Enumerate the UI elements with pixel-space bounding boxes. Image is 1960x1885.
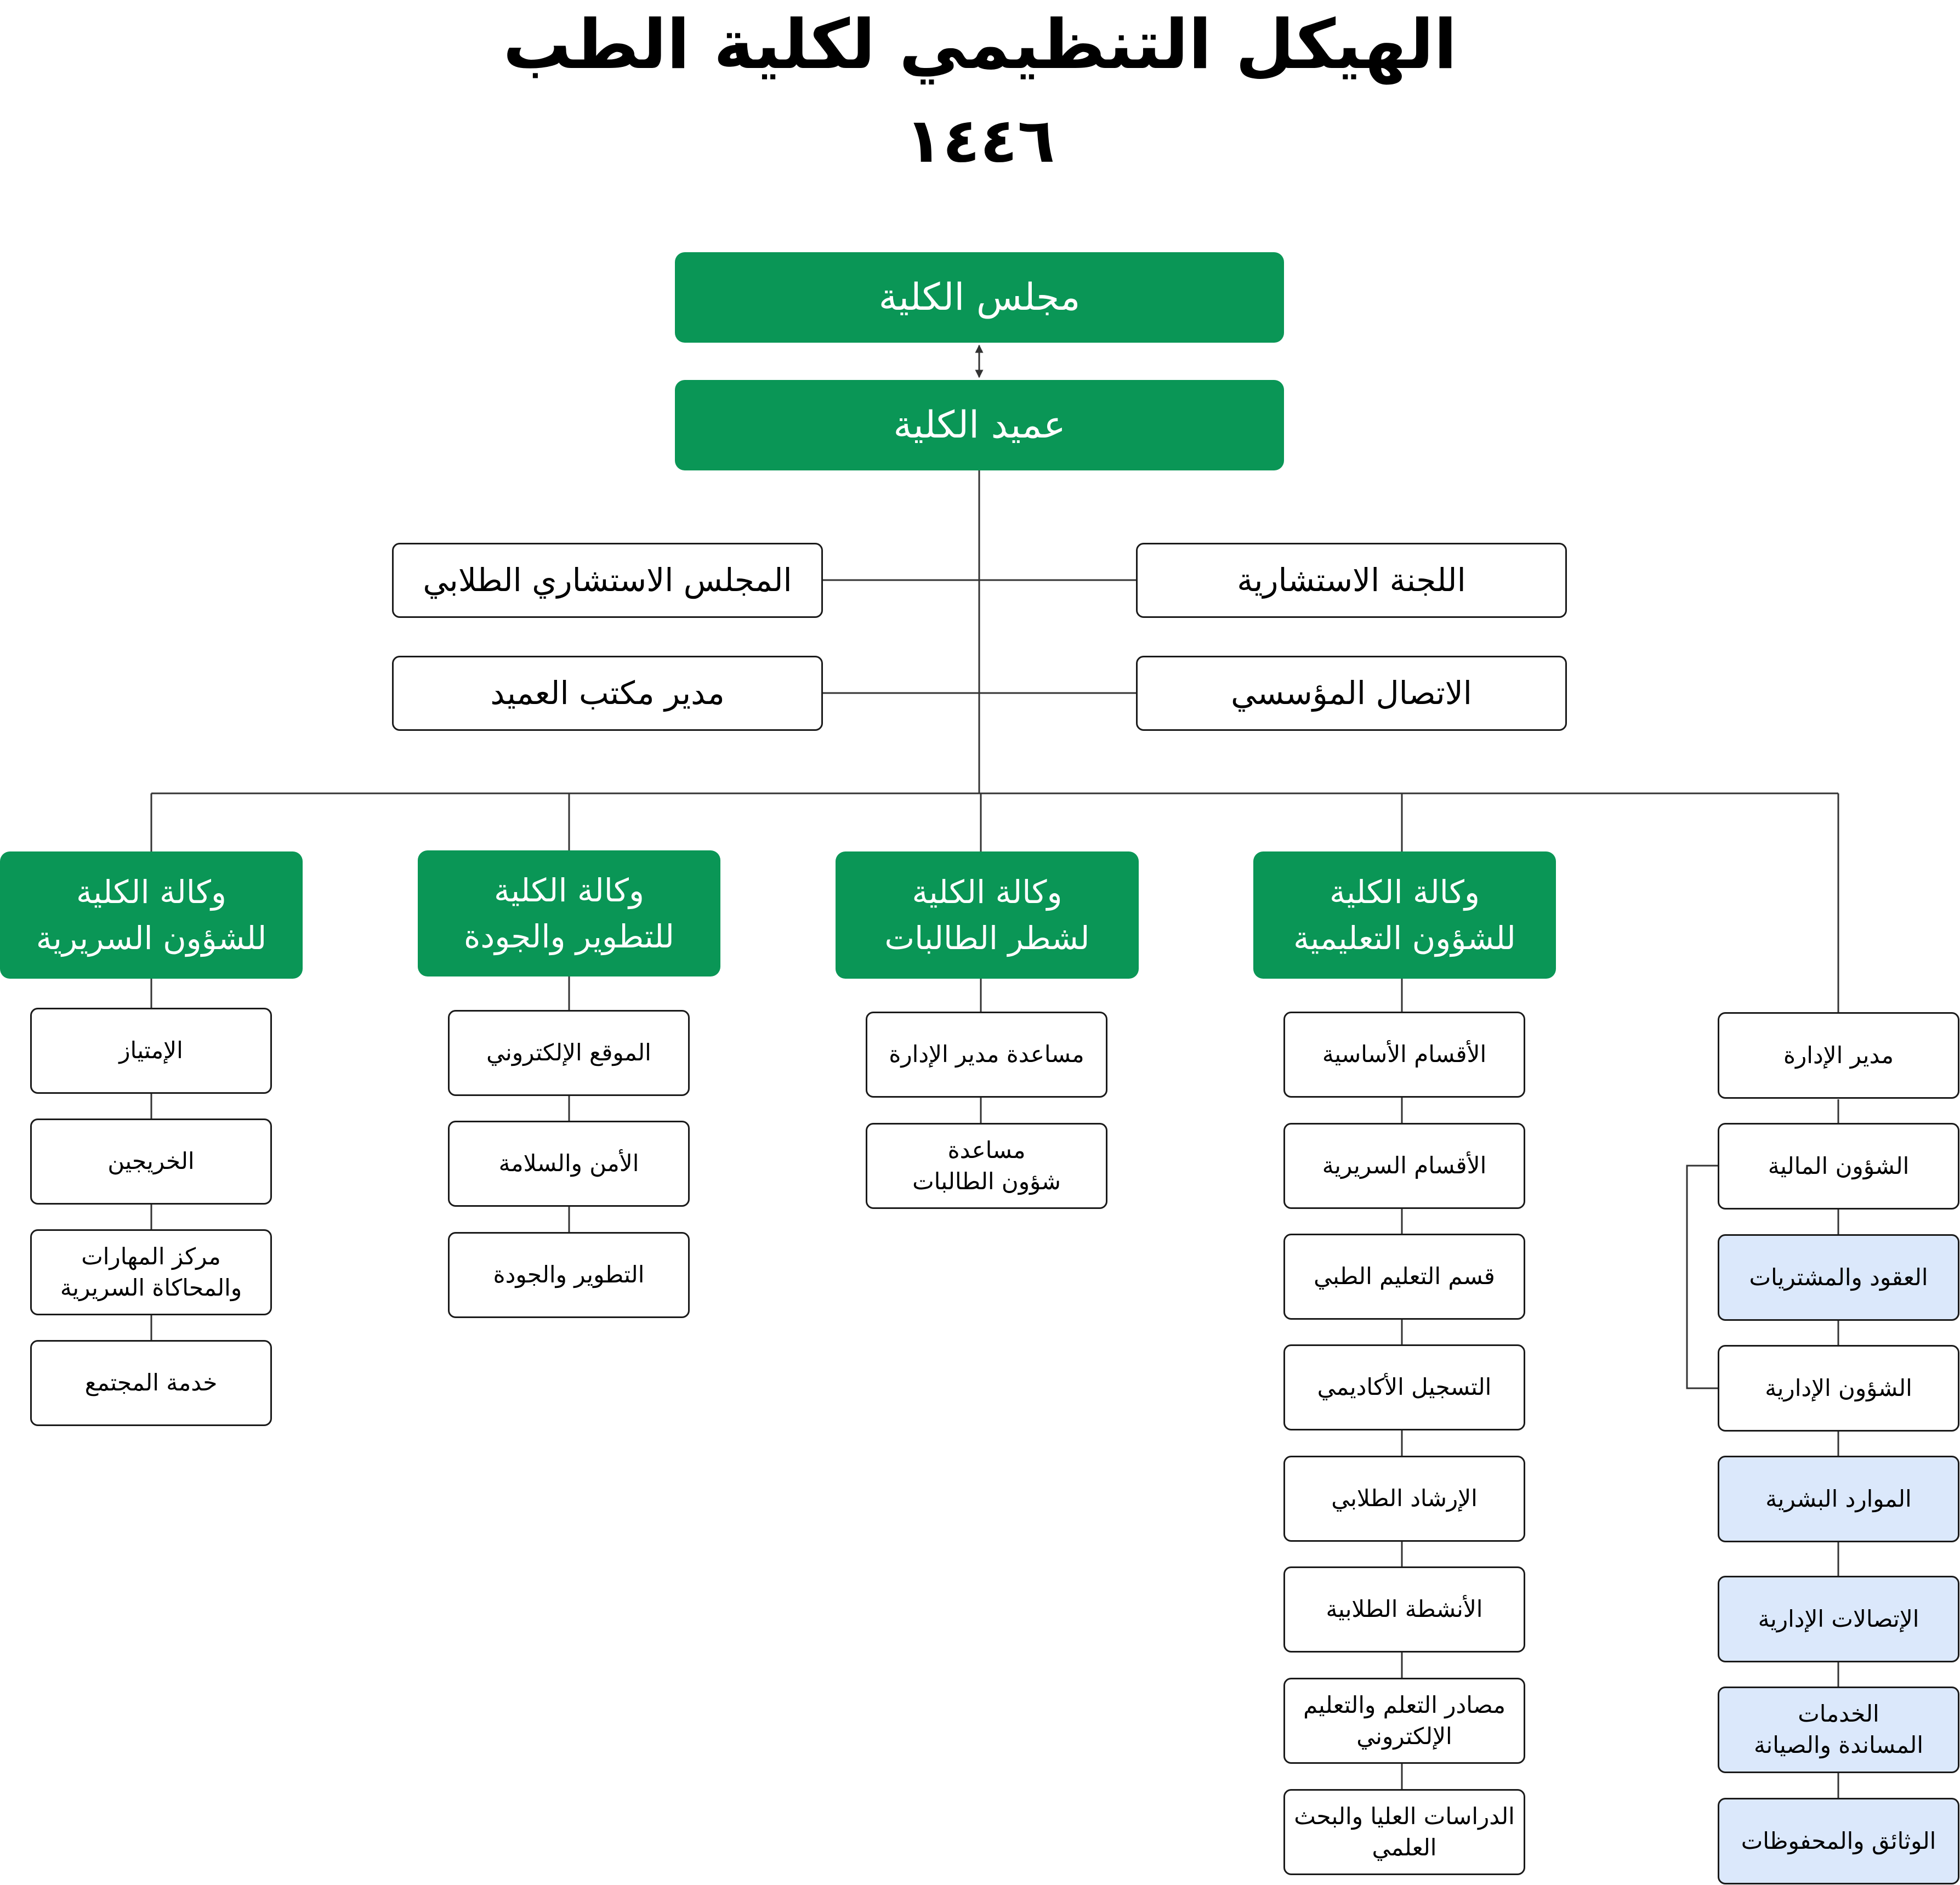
education-item: الدراسات العليا والبحث العلمي: [1283, 1789, 1525, 1875]
page-title: الهيكل التنظيمي لكلية الطب: [503, 5, 1457, 84]
admin-manager-box: مدير الإدارة: [1718, 1012, 1959, 1099]
development-item: الأمن والسلامة: [448, 1121, 690, 1207]
admin-comm-box: الإتصالات الإدارية: [1718, 1576, 1959, 1662]
advisory-committee-box: اللجنة الاستشارية: [1136, 543, 1567, 618]
clinical-item: الخريجين: [30, 1118, 272, 1205]
vp-education-box: وكالة الكلية للشؤون التعليمية: [1253, 851, 1556, 979]
education-item: الإرشاد الطلابي: [1283, 1456, 1525, 1542]
institutional-comm-box: الاتصال المؤسسي: [1136, 656, 1567, 731]
education-item: الأقسام السريرية: [1283, 1123, 1525, 1209]
education-item: الأقسام الأساسية: [1283, 1012, 1525, 1098]
vp-clinical-box: وكالة الكلية للشؤون السريرية: [0, 851, 303, 979]
education-item: مصادر التعلم والتعليم الإلكتروني: [1283, 1678, 1525, 1764]
education-item: الأنشطة الطلابية: [1283, 1566, 1525, 1653]
support-services-box: الخدمات المساندة والصيانة: [1718, 1687, 1959, 1773]
education-item: التسجيل الأكاديمي: [1283, 1344, 1525, 1430]
finance-admin-bracket: [1686, 1165, 1718, 1389]
student-council-box: المجلس الاستشاري الطلابي: [392, 543, 823, 618]
development-item: التطوير والجودة: [448, 1232, 690, 1318]
dean-office-box: مدير مكتب العميد: [392, 656, 823, 731]
vp-development-box: وكالة الكلية للتطوير والجودة: [418, 850, 720, 976]
hr-box: الموارد البشرية: [1718, 1456, 1959, 1542]
admin-affairs-box: الشؤون الإدارية: [1718, 1345, 1959, 1432]
contracts-box: العقود والمشتريات: [1718, 1234, 1959, 1321]
clinical-item: الإمتياز: [30, 1008, 272, 1094]
finance-box: الشؤون المالية: [1718, 1123, 1959, 1210]
documents-box: الوثائق والمحفوظات: [1718, 1798, 1959, 1884]
clinical-item: خدمة المجتمع: [30, 1340, 272, 1426]
female-section-item: مساعدة مدير الإدارة: [866, 1012, 1107, 1098]
education-item: قسم التعليم الطبي: [1283, 1234, 1525, 1320]
vp-female-section-box: وكالة الكلية لشطر الطالبات: [836, 851, 1139, 979]
female-section-item: مساعدة شؤون الطالبات: [866, 1123, 1107, 1209]
page-year: ١٤٤٦: [905, 105, 1055, 177]
council-box: مجلس الكلية: [675, 252, 1284, 343]
development-item: الموقع الإلكتروني: [448, 1010, 690, 1096]
dean-box: عميد الكلية: [675, 380, 1284, 470]
clinical-item: مركز المهارات والمحاكاة السريرية: [30, 1229, 272, 1315]
